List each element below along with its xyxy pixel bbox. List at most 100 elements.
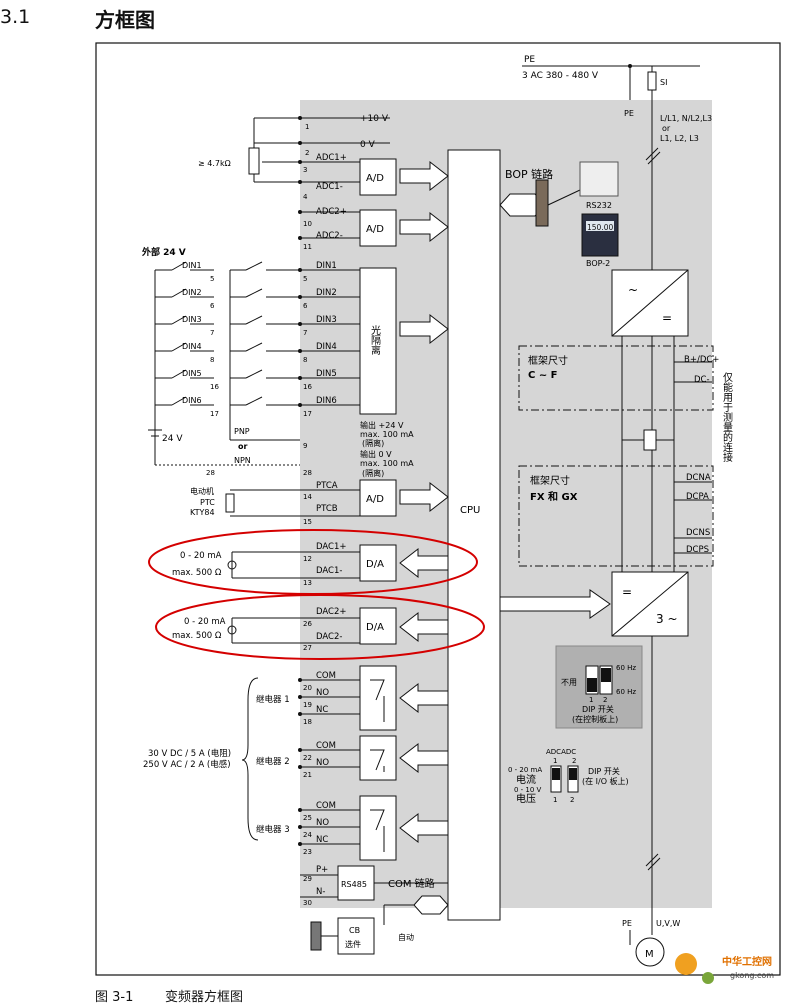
rs232-device-icon bbox=[579, 161, 619, 197]
iso2-label: (隔离) bbox=[362, 468, 384, 478]
term-3: 3 bbox=[303, 166, 307, 174]
din-label: DIN5 bbox=[316, 369, 337, 379]
dac2m-label: DAC2- bbox=[316, 632, 342, 642]
din-term: 6 bbox=[303, 302, 308, 310]
din-switch-ext-icon bbox=[171, 396, 187, 406]
frame-fxgx-label: 框架尺寸 bbox=[530, 474, 570, 487]
watermark-gear-icon bbox=[675, 953, 697, 975]
dip-title: DIP 开关 bbox=[582, 704, 614, 714]
din-switch-int-icon bbox=[245, 261, 263, 271]
supply-voltage: 3 AC 380 - 480 V bbox=[522, 71, 599, 81]
fxgx-label: FX 和 GX bbox=[530, 490, 578, 503]
adc-n2: 2 bbox=[572, 757, 576, 765]
cpu-block bbox=[447, 149, 501, 921]
dac2-max: max. 500 Ω bbox=[172, 631, 222, 641]
din-term: 5 bbox=[303, 275, 307, 283]
dip-control-box bbox=[555, 645, 643, 729]
com-link-label: COM 链路 bbox=[388, 877, 435, 890]
din-ext-label: DIN2 bbox=[182, 288, 202, 297]
dac2p-label: DAC2+ bbox=[316, 607, 347, 617]
din-ext-term: 5 bbox=[210, 275, 214, 283]
din-term: 7 bbox=[303, 329, 307, 337]
out0-label: 输出 0 V bbox=[360, 449, 392, 459]
opto-label: 光隔离 bbox=[369, 324, 381, 356]
relay-term: 21 bbox=[303, 771, 312, 779]
adc1m-label: ADC1- bbox=[316, 182, 343, 192]
din-ext-label: DIN4 bbox=[182, 342, 202, 351]
din-label: DIN6 bbox=[316, 396, 337, 406]
term-4: 4 bbox=[303, 193, 308, 201]
auto-label: 自动 bbox=[398, 932, 414, 942]
watermark-dot-icon bbox=[702, 972, 714, 984]
din-switch-int-icon bbox=[245, 288, 263, 298]
ad2-arrow-icon bbox=[399, 211, 449, 243]
opto-arrow-icon bbox=[399, 313, 449, 345]
din-label: DIN2 bbox=[316, 288, 337, 298]
motor-icon bbox=[635, 937, 665, 967]
io-n2: 2 bbox=[570, 796, 574, 804]
com-link-arrow-icon bbox=[413, 895, 449, 915]
term-27: 27 bbox=[303, 644, 312, 652]
relay-com-label: COM bbox=[316, 671, 336, 681]
out24max-label: max. 100 mA bbox=[360, 430, 414, 439]
term-15: 15 bbox=[303, 518, 312, 526]
io-n1: 1 bbox=[553, 796, 557, 804]
rect-dc: = bbox=[662, 311, 672, 325]
din-switch-int-icon bbox=[245, 369, 263, 379]
relay-com-label: COM bbox=[316, 801, 336, 811]
din-ext-label: DIN1 bbox=[182, 261, 202, 270]
frame-cf-box bbox=[518, 345, 714, 411]
din-switch-ext-icon bbox=[171, 369, 187, 379]
dip-60hz-b: 60 Hz bbox=[616, 688, 636, 696]
adc2p-label: ADC2+ bbox=[316, 207, 347, 217]
term-26: 26 bbox=[303, 620, 312, 628]
v24-label: 24 V bbox=[162, 434, 183, 444]
din-switch-int-icon bbox=[245, 342, 263, 352]
relay-term: 20 bbox=[303, 684, 312, 692]
ad1-label: A/D bbox=[366, 173, 384, 184]
plus10-label: +10 V bbox=[360, 114, 389, 124]
relay-contact-icon bbox=[370, 809, 385, 852]
dip-60hz: 60 Hz bbox=[616, 664, 636, 672]
relay-arrow-icon bbox=[399, 682, 449, 714]
io-dip-sub: (在 I/O 板上) bbox=[582, 776, 629, 786]
din-ext-label: DIN6 bbox=[182, 396, 202, 405]
connect-note: 仅能用于测量的连接 bbox=[721, 372, 733, 463]
iso1-label: (隔离) bbox=[362, 438, 384, 448]
term-11: 11 bbox=[303, 243, 312, 251]
relay2-label: 继电器 2 bbox=[256, 756, 290, 767]
ad1-block bbox=[359, 158, 397, 196]
ad1-arrow-icon bbox=[399, 160, 449, 192]
dac1-max: max. 500 Ω bbox=[172, 568, 222, 578]
dip-n2: 2 bbox=[603, 696, 607, 704]
da1-block bbox=[359, 544, 397, 582]
pplus-label: P+ bbox=[316, 865, 328, 875]
figure-caption: 变频器方框图 bbox=[165, 990, 244, 1005]
rect-ac: ~ bbox=[628, 283, 638, 297]
relay-term: 19 bbox=[303, 701, 312, 709]
figure-number: 图 3-1 bbox=[95, 990, 134, 1005]
lines1-label: L/L1, N/L2,L3 bbox=[660, 114, 712, 123]
da2-block bbox=[359, 607, 397, 645]
frame-cf-label: 框架尺寸 bbox=[528, 354, 568, 367]
npn-label: NPN bbox=[234, 456, 251, 465]
din-label: DIN3 bbox=[316, 315, 337, 325]
din-label: DIN1 bbox=[316, 261, 337, 271]
relay-no-label: NO bbox=[316, 818, 329, 828]
section-number: 3.1 bbox=[0, 6, 31, 28]
relay-no-label: NO bbox=[316, 688, 329, 698]
bop2-panel bbox=[581, 213, 619, 257]
term-29: 29 bbox=[303, 875, 312, 883]
dcns-label: DCNS bbox=[686, 528, 710, 538]
term-13: 13 bbox=[303, 579, 312, 587]
io-range-v: 0 - 10 V bbox=[514, 786, 542, 794]
dip-n1: 1 bbox=[589, 696, 593, 704]
lines2-label: L1, L2, L3 bbox=[660, 134, 699, 143]
term-12: 12 bbox=[303, 555, 312, 563]
term-28: 28 bbox=[303, 469, 312, 477]
adc-header: ADCADC bbox=[546, 748, 576, 756]
adc2m-label: ADC2- bbox=[316, 231, 343, 241]
pot-label: ≥ 4.7kΩ bbox=[198, 159, 231, 168]
term-2: 2 bbox=[305, 149, 309, 157]
